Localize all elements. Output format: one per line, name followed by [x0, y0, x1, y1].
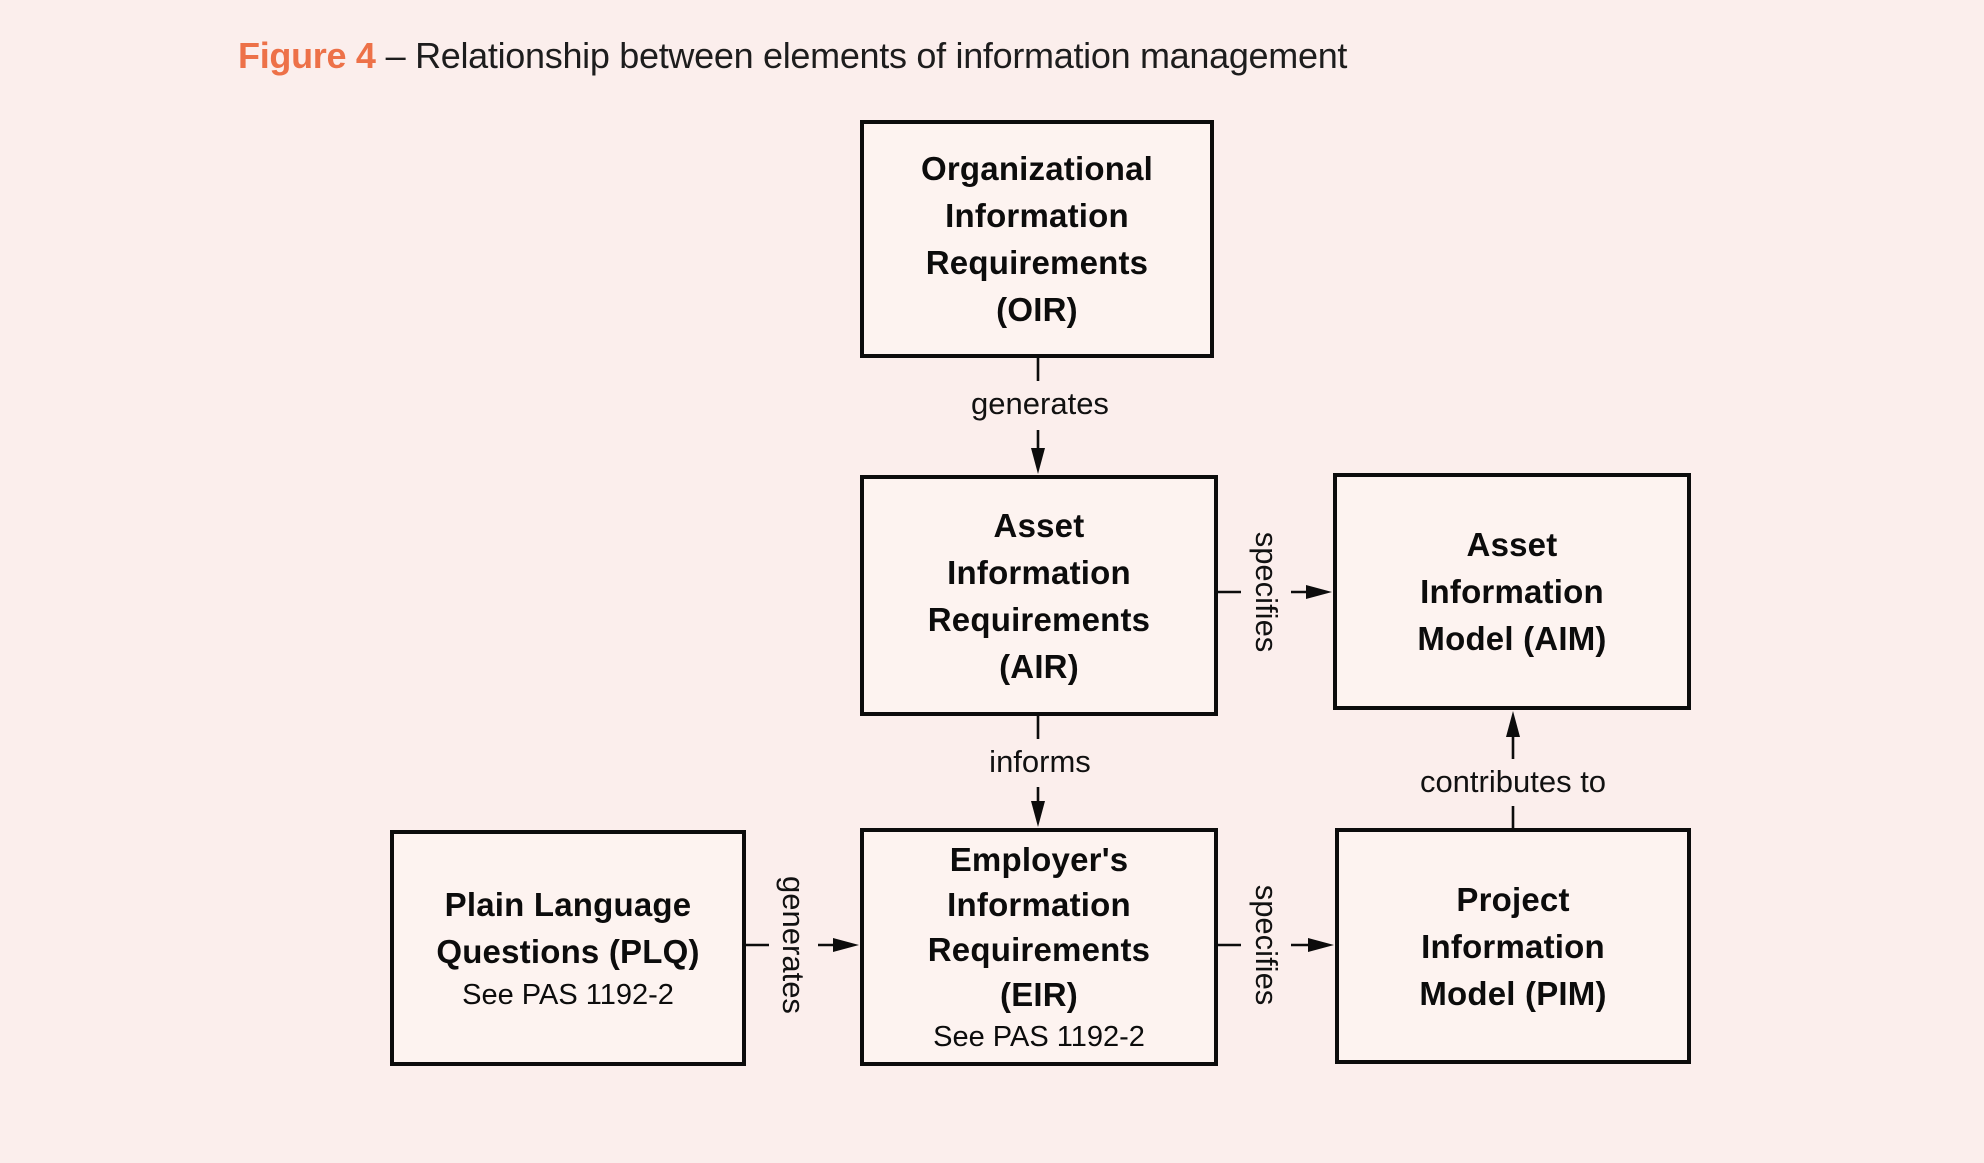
box-eir-line: Employer's — [949, 841, 1129, 878]
connector-oir-to-air — [1031, 358, 1045, 474]
arrowhead-right-icon — [1306, 585, 1332, 599]
box-eir: Employer's Information Requirements (EIR… — [860, 828, 1218, 1066]
box-plq: Plain Language Questions (PLQ) See PAS 1… — [390, 830, 746, 1066]
box-oir-line: Organizational — [921, 150, 1153, 187]
box-air-line: Requirements — [927, 600, 1151, 638]
box-aim-line: Model (AIM) — [1417, 620, 1607, 657]
figure-title: Figure 4– Relationship between elements … — [238, 36, 1347, 76]
box-plq-line: Questions (PLQ) — [436, 933, 700, 970]
arrowhead-down-icon — [1031, 448, 1045, 474]
connector-label-contributes-to: contributes to — [1419, 764, 1607, 799]
arrowhead-right-icon — [833, 938, 859, 952]
arrowhead-up-icon — [1506, 711, 1520, 737]
box-aim-line: Asset — [1466, 526, 1558, 563]
connector-label-generates: generates — [971, 386, 1109, 421]
connector-label-specifies-top: specifies — [1249, 531, 1284, 653]
box-pim-line: Project — [1456, 880, 1570, 918]
connector-label-generates-vertical: generates — [776, 876, 811, 1014]
arrowhead-down-icon — [1031, 801, 1045, 827]
box-eir-note: See PAS 1192-2 — [933, 1021, 1145, 1053]
box-pim: Project Information Model (PIM) — [1335, 828, 1691, 1064]
box-oir-line: (OIR) — [996, 291, 1078, 328]
box-eir-line: Information — [947, 886, 1131, 923]
box-aim-line: Information — [1420, 573, 1604, 610]
connector-eir-to-pim — [1218, 938, 1334, 952]
box-pim-line: Model (PIM) — [1419, 974, 1607, 1012]
box-plq-line: Plain Language — [444, 886, 692, 923]
box-plq-note: See PAS 1192-2 — [462, 979, 674, 1011]
connector-plq-to-eir — [746, 938, 859, 952]
figure-title-text: – Relationship between elements of infor… — [385, 35, 1348, 76]
connector-pim-to-aim — [1506, 711, 1520, 828]
box-pim-line: Information — [1421, 927, 1605, 965]
box-oir: Organizational Information Requirements … — [860, 120, 1214, 358]
box-aim: Asset Information Model (AIM) — [1333, 473, 1691, 710]
box-oir-line: Information — [945, 197, 1129, 234]
box-air: Asset Information Requirements (AIR) — [860, 475, 1218, 716]
box-air-line: Information — [947, 553, 1131, 591]
box-oir-line: Requirements — [925, 244, 1149, 281]
box-eir-line: Requirements — [927, 931, 1151, 968]
box-air-line: (AIR) — [999, 647, 1079, 685]
box-air-line: Asset — [993, 506, 1085, 544]
box-eir-line: (EIR) — [1000, 976, 1078, 1013]
connector-air-to-eir — [1031, 716, 1045, 827]
connector-label-specifies-bottom: specifies — [1249, 884, 1284, 1006]
connector-label-informs: informs — [989, 744, 1091, 779]
connector-air-to-aim — [1218, 585, 1332, 599]
arrowhead-right-icon — [1308, 938, 1334, 952]
figure-number-label: Figure 4 — [238, 35, 376, 76]
